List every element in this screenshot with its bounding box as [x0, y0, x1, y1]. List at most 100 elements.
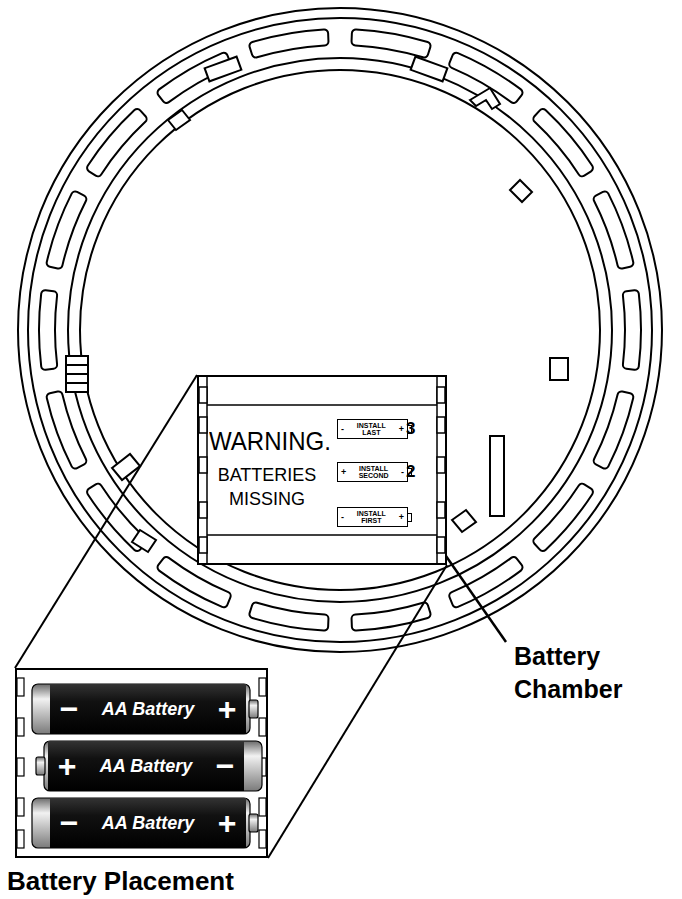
- mounting-tab: [205, 57, 242, 82]
- polarity-sign: -: [341, 425, 344, 434]
- rim-slot: [594, 391, 634, 468]
- aa-battery: +AA Battery−: [34, 739, 264, 793]
- slot-label: INSTALL FIRST: [352, 510, 390, 525]
- chamber-rail: [207, 534, 437, 536]
- rim-slot: [352, 29, 431, 57]
- contact-tab: [259, 678, 266, 696]
- slot-label: INSTALL LAST: [352, 422, 390, 437]
- rim-slot: [533, 109, 592, 176]
- callout-number: 2: [406, 461, 415, 483]
- tab-rib: [66, 373, 88, 375]
- contact-tab: [259, 798, 266, 816]
- tab-rib: [66, 364, 88, 366]
- mounting-tab: [550, 358, 568, 380]
- battery-slot: -INSTALL LAST +: [337, 419, 408, 439]
- positive-nub: [36, 757, 45, 775]
- contact-tab: [199, 502, 207, 518]
- polarity-sign: −: [52, 692, 86, 726]
- latch-bar: [490, 436, 504, 516]
- polarity-sign: +: [399, 425, 404, 434]
- warning-text: WARNING.: [209, 427, 331, 455]
- battery-label: AA Battery: [86, 692, 210, 726]
- inner-ring: [68, 58, 612, 602]
- polarity-sign: −: [52, 806, 86, 840]
- contact-tab: [17, 798, 24, 816]
- latch-tab: [112, 454, 140, 480]
- slot-terminal: [407, 513, 412, 522]
- polarity-sign: -: [401, 468, 404, 477]
- battery-slot: + INSTALL SECOND-: [337, 462, 408, 482]
- tab-rib: [66, 382, 88, 384]
- battery-label-band: [50, 684, 246, 734]
- polarity-sign: −: [208, 749, 242, 783]
- rim-slot: [449, 557, 522, 607]
- leader-line: [15, 375, 197, 668]
- battery-label: AA Battery: [86, 806, 210, 840]
- rim-slot: [594, 191, 634, 268]
- battery-label: AA Battery: [84, 749, 208, 783]
- rim-ring: [28, 18, 652, 642]
- contact-tab: [437, 502, 445, 518]
- polarity-sign: +: [399, 513, 404, 522]
- contact-tab: [259, 830, 266, 848]
- leader-line: [268, 565, 447, 858]
- inset-box: −AA Battery++AA Battery−−AA Battery+Batt…: [15, 668, 268, 858]
- part-label: Battery Chamber: [514, 640, 674, 706]
- callout-number: 3: [406, 418, 415, 440]
- battery-body-group: [36, 741, 262, 791]
- positive-nub: [249, 700, 258, 718]
- mounting-tab: [66, 356, 88, 392]
- rim-slot: [47, 391, 87, 468]
- battery-body: [44, 741, 262, 791]
- contact-tab: [199, 537, 207, 553]
- battery-body: [32, 798, 250, 848]
- aa-battery: −AA Battery+: [30, 682, 260, 736]
- battery-label-band: [50, 798, 246, 848]
- contact-tab: [17, 758, 24, 776]
- latch-hook: [470, 88, 500, 109]
- contact-tab: [437, 417, 445, 433]
- base-rings: [18, 8, 662, 652]
- latch-tab: [452, 510, 476, 532]
- latch-tab: [132, 530, 156, 552]
- polarity-sign: +: [210, 806, 244, 840]
- rim-slot: [352, 602, 431, 630]
- contact-tab: [259, 758, 266, 776]
- rim-slot: [47, 191, 87, 268]
- contact-tab: [259, 718, 266, 736]
- rim-slot: [39, 290, 57, 370]
- chamber-rail: [207, 404, 437, 406]
- rim-slot: [87, 109, 146, 176]
- battery-body-group: [32, 798, 258, 848]
- base-tabs: [66, 57, 568, 552]
- warning-subtext: BATTERIES MISSING: [211, 463, 323, 511]
- rim-slot: [249, 29, 328, 57]
- contact-tab: [437, 537, 445, 553]
- contact-tab: [199, 417, 207, 433]
- polarity-sign: +: [341, 468, 346, 477]
- contact-tab: [199, 387, 207, 403]
- battery-body-group: [32, 684, 258, 734]
- mounting-tab: [411, 57, 448, 82]
- rim-slot: [249, 602, 328, 630]
- contact-tab: [437, 457, 445, 473]
- contact-tab: [437, 387, 445, 403]
- latch-tab: [168, 110, 190, 130]
- rim-slot: [623, 290, 641, 370]
- inner-ring: [80, 70, 600, 590]
- contact-tab: [17, 830, 24, 848]
- polarity-sign: +: [50, 749, 84, 783]
- battery-label-band: [48, 741, 244, 791]
- contact-tab: [17, 678, 24, 696]
- polarity-sign: +: [210, 692, 244, 726]
- polarity-sign: -: [341, 513, 344, 522]
- rim-slots: [39, 29, 641, 630]
- inset-title: Battery Placement: [7, 866, 234, 896]
- aa-battery: −AA Battery+: [30, 796, 260, 850]
- contact-tab: [199, 457, 207, 473]
- outer-rim: [18, 8, 662, 652]
- slot-label: INSTALL SECOND: [355, 465, 393, 480]
- rim-slot: [533, 484, 592, 551]
